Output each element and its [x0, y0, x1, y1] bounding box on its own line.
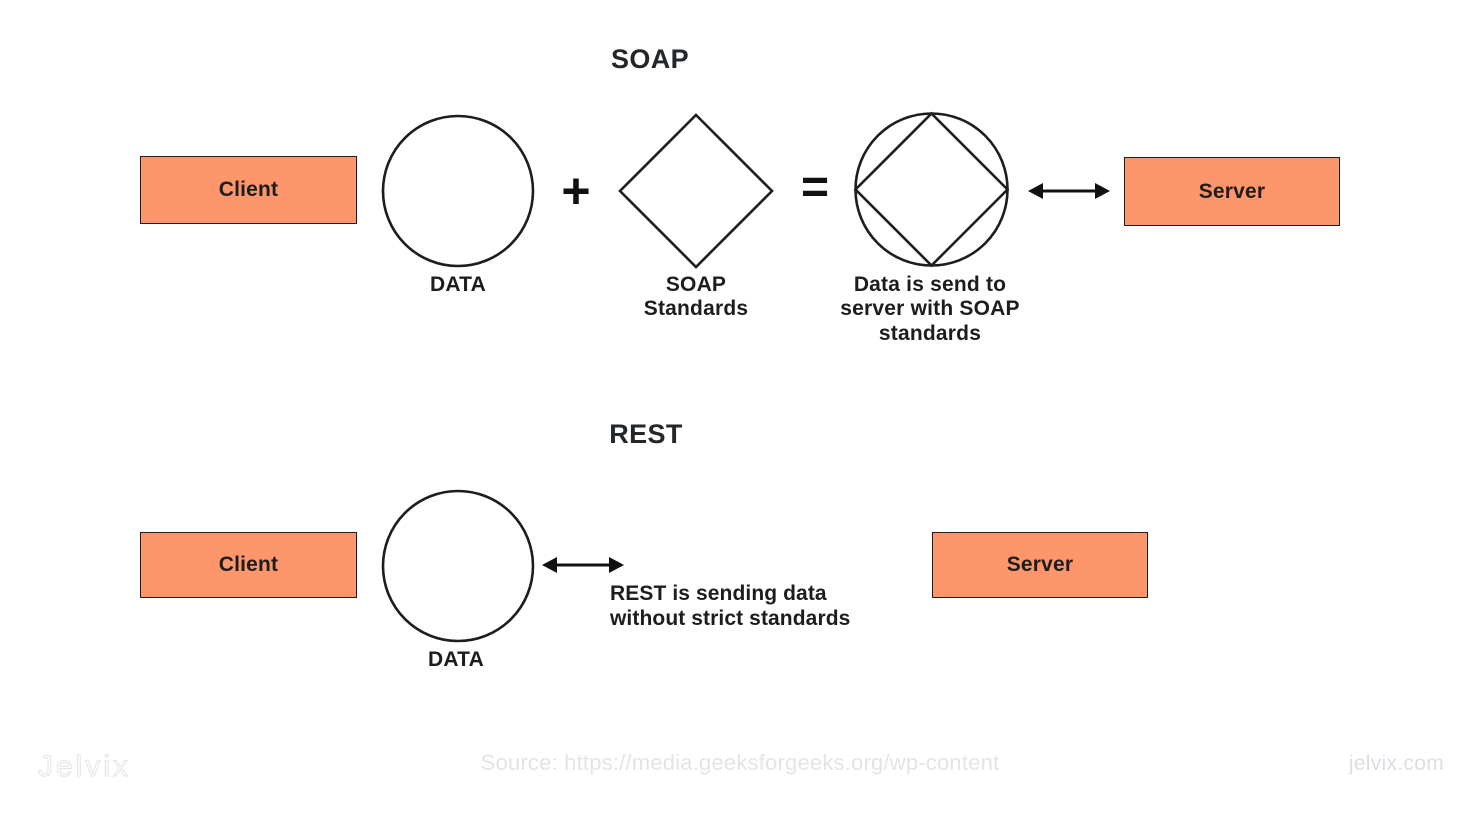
soap-server-label: Server: [1198, 179, 1266, 203]
soap-standards-caption: SOAP Standards: [596, 273, 796, 322]
rest-server-label: Server: [1006, 553, 1074, 576]
soap-data-circle-shape: [381, 114, 535, 268]
jelvix-logo-text: Jelvix: [38, 750, 131, 783]
soap-standards-caption-line2: Standards: [643, 297, 749, 321]
soap-result-caption: Data is send to server with SOAP standar…: [800, 273, 1060, 346]
soap-client-label: Client: [218, 178, 279, 201]
rest-data-circle-shape: [381, 489, 535, 643]
rest-flow-caption: REST is sending data without strict stan…: [610, 581, 1030, 631]
equals-operator-icon: =: [800, 161, 830, 214]
soap-data-caption: DATA: [429, 273, 486, 296]
rest-data-caption: DATA: [427, 648, 484, 671]
soap-standards-caption-line1: SOAP: [665, 273, 727, 296]
rest-client-node: Client: [140, 532, 357, 598]
soap-client-node: Client: [140, 156, 357, 224]
soap-server-node: Server: [1124, 157, 1340, 226]
soap-section-title: SOAP: [610, 44, 690, 74]
rest-bidirectional-arrow-icon: [542, 557, 624, 573]
plus-operator-icon: +: [561, 163, 591, 219]
soap-standards-diamond-shape: [618, 113, 774, 269]
soap-result-caption-line3: standards: [878, 321, 982, 345]
soap-bidirectional-arrow-icon: [1028, 183, 1110, 199]
jelvix-domain-watermark: jelvix.com: [1348, 752, 1444, 775]
source-attribution: Source: https://media.geeksforgeeks.org/…: [480, 750, 1000, 775]
rest-server-node: Server: [932, 532, 1148, 598]
soap-result-caption-line1: Data is send to: [853, 273, 1007, 296]
rest-flow-caption-line2: without strict standards: [610, 607, 851, 631]
rest-client-label: Client: [218, 553, 279, 576]
jelvix-logo-watermark: Jelvix: [37, 749, 131, 783]
soap-combined-circle-diamond-shape: [853, 111, 1010, 268]
rest-flow-caption-line1: REST is sending data: [610, 582, 827, 605]
rest-section-title: REST: [609, 419, 683, 449]
soap-result-caption-line2: server with SOAP: [840, 297, 1020, 321]
